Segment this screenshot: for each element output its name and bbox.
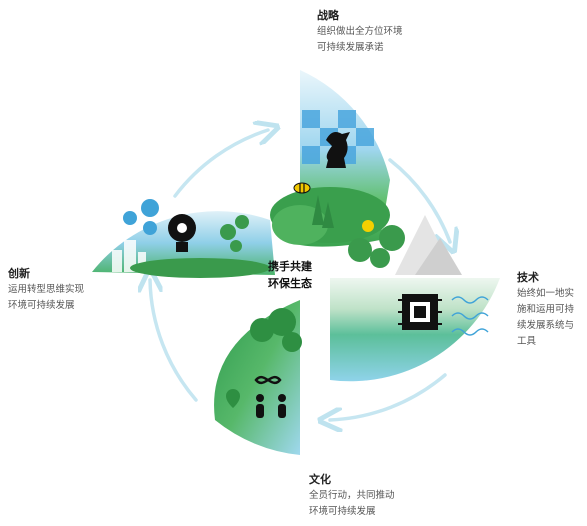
technology-desc-line2: 施和运用可持 <box>517 302 574 318</box>
strategy-title: 战略 <box>317 8 403 24</box>
center-title-line1: 携手共建 <box>268 258 312 275</box>
innovation-quadrant <box>92 199 275 278</box>
strategy-desc-line2: 可持续发展承诺 <box>317 40 403 56</box>
technology-desc-line4: 工具 <box>517 334 574 350</box>
strategy-desc-line1: 组织做出全方位环境 <box>317 24 403 40</box>
culture-desc-line1: 全员行动，共同推动 <box>309 488 395 504</box>
innovation-desc-line2: 环境可持续发展 <box>8 298 84 314</box>
bee-icon <box>294 183 310 193</box>
arrow-culture-to-innovation <box>150 280 196 400</box>
innovation-title: 创新 <box>8 266 84 282</box>
innovation-desc-line1: 运用转型思维实现 <box>8 282 84 298</box>
technology-title: 技术 <box>517 270 574 286</box>
technology-desc-line3: 续发展系统与 <box>517 318 574 334</box>
center-title-line2: 环保生态 <box>268 275 312 292</box>
strategy-quadrant <box>270 70 390 247</box>
arrow-innovation-to-strategy <box>175 130 268 196</box>
technology-quadrant <box>330 215 500 381</box>
cpu-chip-icon <box>398 294 442 330</box>
technology-desc-line1: 始终如一地实 <box>517 286 574 302</box>
culture-title: 文化 <box>309 472 395 488</box>
culture-desc-line2: 环境可持续发展 <box>309 504 395 520</box>
arrow-technology-to-culture <box>330 375 445 420</box>
culture-quadrant <box>214 300 302 455</box>
